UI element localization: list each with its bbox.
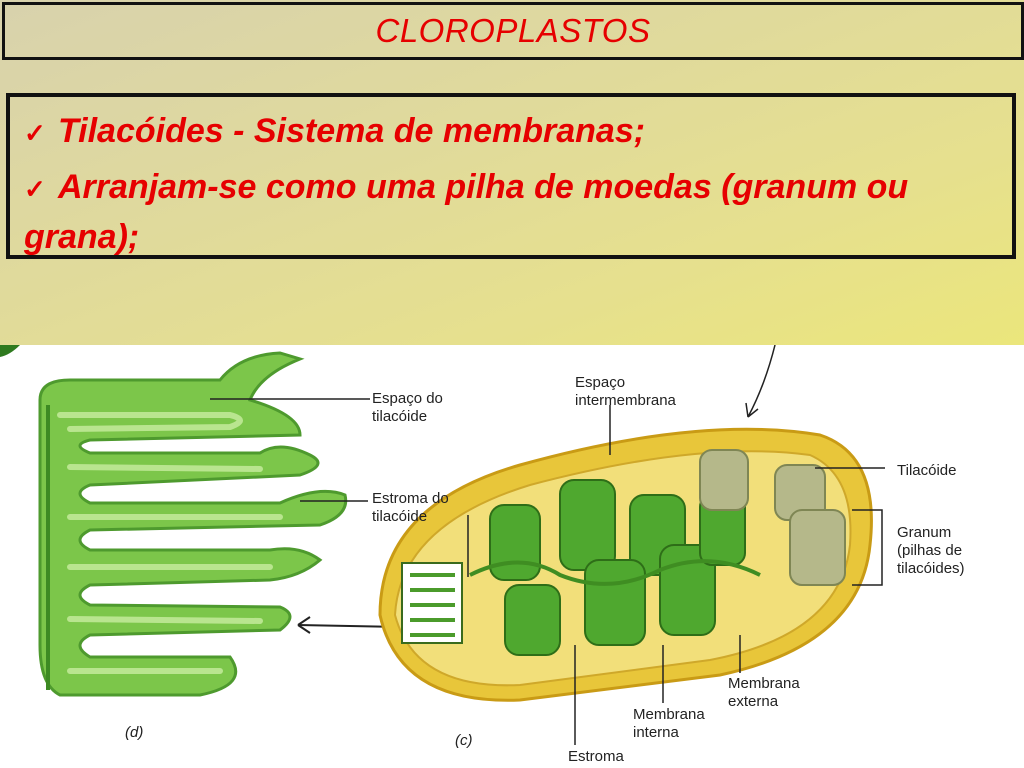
- label-membrana-interna: Membrana: [633, 706, 705, 723]
- bullet-text: Arranjam-se como uma pilha de moedas (gr…: [24, 168, 909, 256]
- chloroplast-figure: Espaço do tilacóide Estroma do tilacóide…: [0, 345, 1024, 768]
- label-estroma-tilacoide: tilacóide: [372, 508, 427, 525]
- label-espaco-intermembrana: intermembrana: [575, 392, 677, 409]
- check-icon: ✓: [24, 118, 46, 148]
- label-estroma: Estroma: [568, 748, 625, 765]
- check-icon: ✓: [24, 174, 46, 204]
- bullet-box: ✓Tilacóides - Sistema de membranas; ✓Arr…: [6, 93, 1016, 259]
- title-bar: CLOROPLASTOS: [2, 2, 1024, 60]
- panel-label-c: (c): [455, 732, 473, 749]
- label-granum: tilacóides): [897, 560, 965, 577]
- label-granum: (pilhas de: [897, 542, 962, 559]
- slide-title: CLOROPLASTOS: [375, 12, 651, 49]
- bullet-item: ✓ Tilacóides - Sistema de membranas;: [24, 107, 998, 157]
- label-espaco-tilacoide: tilacóide: [372, 408, 427, 425]
- chloroplast-illustration: Espaço do tilacóide Estroma do tilacóide…: [0, 345, 965, 765]
- label-tilacoide: Tilacóide: [897, 462, 956, 479]
- bullet-text: Tilacóides - Sistema de membranas;: [58, 112, 646, 150]
- label-espaco-intermembrana: Espaço: [575, 374, 625, 391]
- label-membrana-externa: externa: [728, 693, 779, 710]
- thylakoid-detail-d: [38, 351, 348, 697]
- label-estroma-tilacoide: Estroma do: [372, 490, 449, 507]
- chloroplast-c: [378, 427, 873, 702]
- label-granum: Granum: [897, 524, 951, 541]
- label-espaco-tilacoide: Espaço do: [372, 390, 443, 407]
- label-membrana-externa: Membrana: [728, 675, 800, 692]
- label-membrana-interna: interna: [633, 724, 680, 741]
- panel-label-d: (d): [125, 724, 143, 741]
- bullet-item: ✓Arranjam-se como uma pilha de moedas (g…: [24, 163, 998, 261]
